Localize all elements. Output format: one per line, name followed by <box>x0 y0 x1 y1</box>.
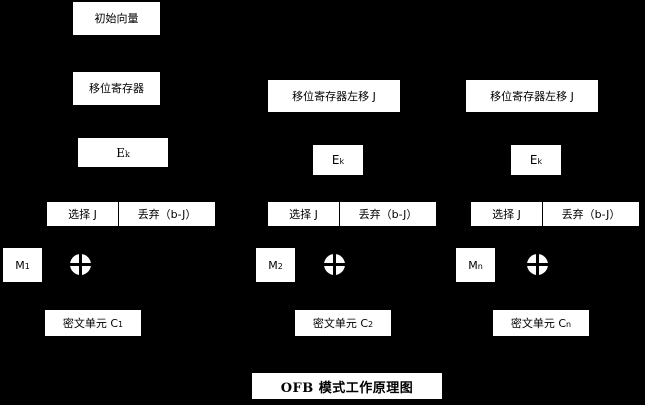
cipher-function-label-1: E <box>116 145 125 160</box>
discard-box-3: 丢弃（b-J） <box>543 202 639 226</box>
plaintext-subscript-2: 2 <box>277 262 283 271</box>
shift-register-label-1: 移位寄存器 <box>89 82 144 95</box>
shift-register-box-2: 移位寄存器左移 J <box>268 80 400 112</box>
initial-vector-label: 初始向量 <box>94 12 139 25</box>
diagram-title: OFB 模式工作原理图 <box>252 373 442 399</box>
select-box-2: 选择 J <box>268 202 339 226</box>
discard-label-1: 丢弃（b-J） <box>137 207 197 221</box>
ciphertext-subscript-2: 2 <box>368 320 374 329</box>
cipher-function-label-2: E <box>331 153 340 167</box>
plaintext-label-2: M <box>268 258 278 272</box>
discard-box-2: 丢弃（b-J） <box>340 202 436 226</box>
ciphertext-label-1: 密文单元 C <box>62 316 119 330</box>
plaintext-subscript-1: 1 <box>24 262 30 271</box>
shift-register-box-3: 移位寄存器左移 J <box>466 80 598 112</box>
ciphertext-subscript-1: 1 <box>118 320 124 329</box>
plaintext-subscript-3: n <box>477 262 483 271</box>
shift-register-box-1: 移位寄存器 <box>73 72 160 105</box>
diagram-title-label: OFB 模式工作原理图 <box>280 380 414 396</box>
shift-register-label-2: 移位寄存器左移 J <box>292 89 376 103</box>
select-label-3: 选择 J <box>492 207 521 221</box>
initial-vector-box: 初始向量 <box>73 2 160 35</box>
ciphertext-label-2: 密文单元 C <box>312 316 369 330</box>
xor-icon-3 <box>527 254 548 275</box>
xor-icon-1 <box>70 254 91 275</box>
xor-icon-2 <box>324 254 345 275</box>
cipher-function-subscript-3: k <box>537 157 543 166</box>
ciphertext-subscript-3: n <box>566 320 572 329</box>
ciphertext-label-3: 密文单元 C <box>510 316 567 330</box>
discard-label-3: 丢弃（b-J） <box>561 207 621 221</box>
cipher-function-subscript-2: k <box>339 157 345 166</box>
discard-box-1: 丢弃（b-J） <box>119 202 215 226</box>
discard-label-2: 丢弃（b-J） <box>358 207 418 221</box>
select-label-1: 选择 J <box>68 207 97 221</box>
select-box-1: 选择 J <box>47 202 118 226</box>
plaintext-label-1: M <box>15 258 25 272</box>
plaintext-label-3: M <box>468 258 478 272</box>
shift-register-label-3: 移位寄存器左移 J <box>490 89 574 103</box>
cipher-function-subscript-1: k <box>124 149 130 159</box>
cipher-function-label-3: E <box>529 153 538 167</box>
select-box-3: 选择 J <box>471 202 542 226</box>
select-label-2: 选择 J <box>289 207 318 221</box>
